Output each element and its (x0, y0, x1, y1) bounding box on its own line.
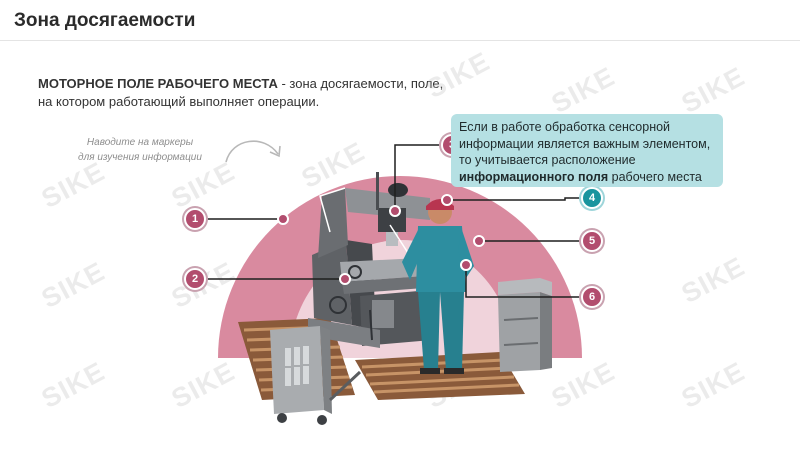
curved-arrow-icon (225, 140, 281, 163)
hotspot-marker-5[interactable] (473, 235, 485, 247)
hotspot-marker-3[interactable] (389, 205, 401, 217)
tool-cabinet-illustration (498, 278, 552, 372)
parts-cart-illustration (270, 326, 362, 425)
milling-machine-illustration (308, 172, 432, 348)
tooltip-text-end: рабочего места (608, 169, 702, 184)
marker-5[interactable]: 5 (581, 230, 603, 252)
hint-line: для изучения информации (78, 152, 202, 163)
marker-4[interactable]: 4 (581, 187, 603, 209)
page-title: Зона досягаемости (14, 10, 196, 31)
worker-illustration (402, 199, 474, 374)
hint-line: Наводите на маркеры (86, 137, 194, 148)
marker-tooltip: Если в работе обработка сенсорной информ… (451, 114, 723, 187)
hotspot-marker-2[interactable] (339, 273, 351, 285)
marker-1[interactable]: 1 (184, 208, 206, 230)
intro-term: МОТОРНОЕ ПОЛЕ РАБОЧЕГО МЕСТА (38, 76, 278, 91)
hotspot-marker-4[interactable] (441, 194, 453, 206)
tooltip-text: Если в работе обработка сенсорной информ… (459, 120, 711, 167)
tooltip-emphasis: информационного поля (459, 169, 609, 184)
intro-text: МОТОРНОЕ ПОЛЕ РАБОЧЕГО МЕСТА - зона дося… (38, 75, 458, 111)
marker-2[interactable]: 2 (184, 268, 206, 290)
hint-text: Наводите на маркеры для изучения информа… (60, 135, 220, 165)
marker-6[interactable]: 6 (581, 286, 603, 308)
title-divider (0, 40, 800, 41)
hotspot-marker-6[interactable] (460, 259, 472, 271)
hotspot-marker-1[interactable] (277, 213, 289, 225)
marker-leader-lines (206, 144, 582, 298)
intro-definition: - зона досягаемости, поле, на котором ра… (38, 76, 444, 109)
